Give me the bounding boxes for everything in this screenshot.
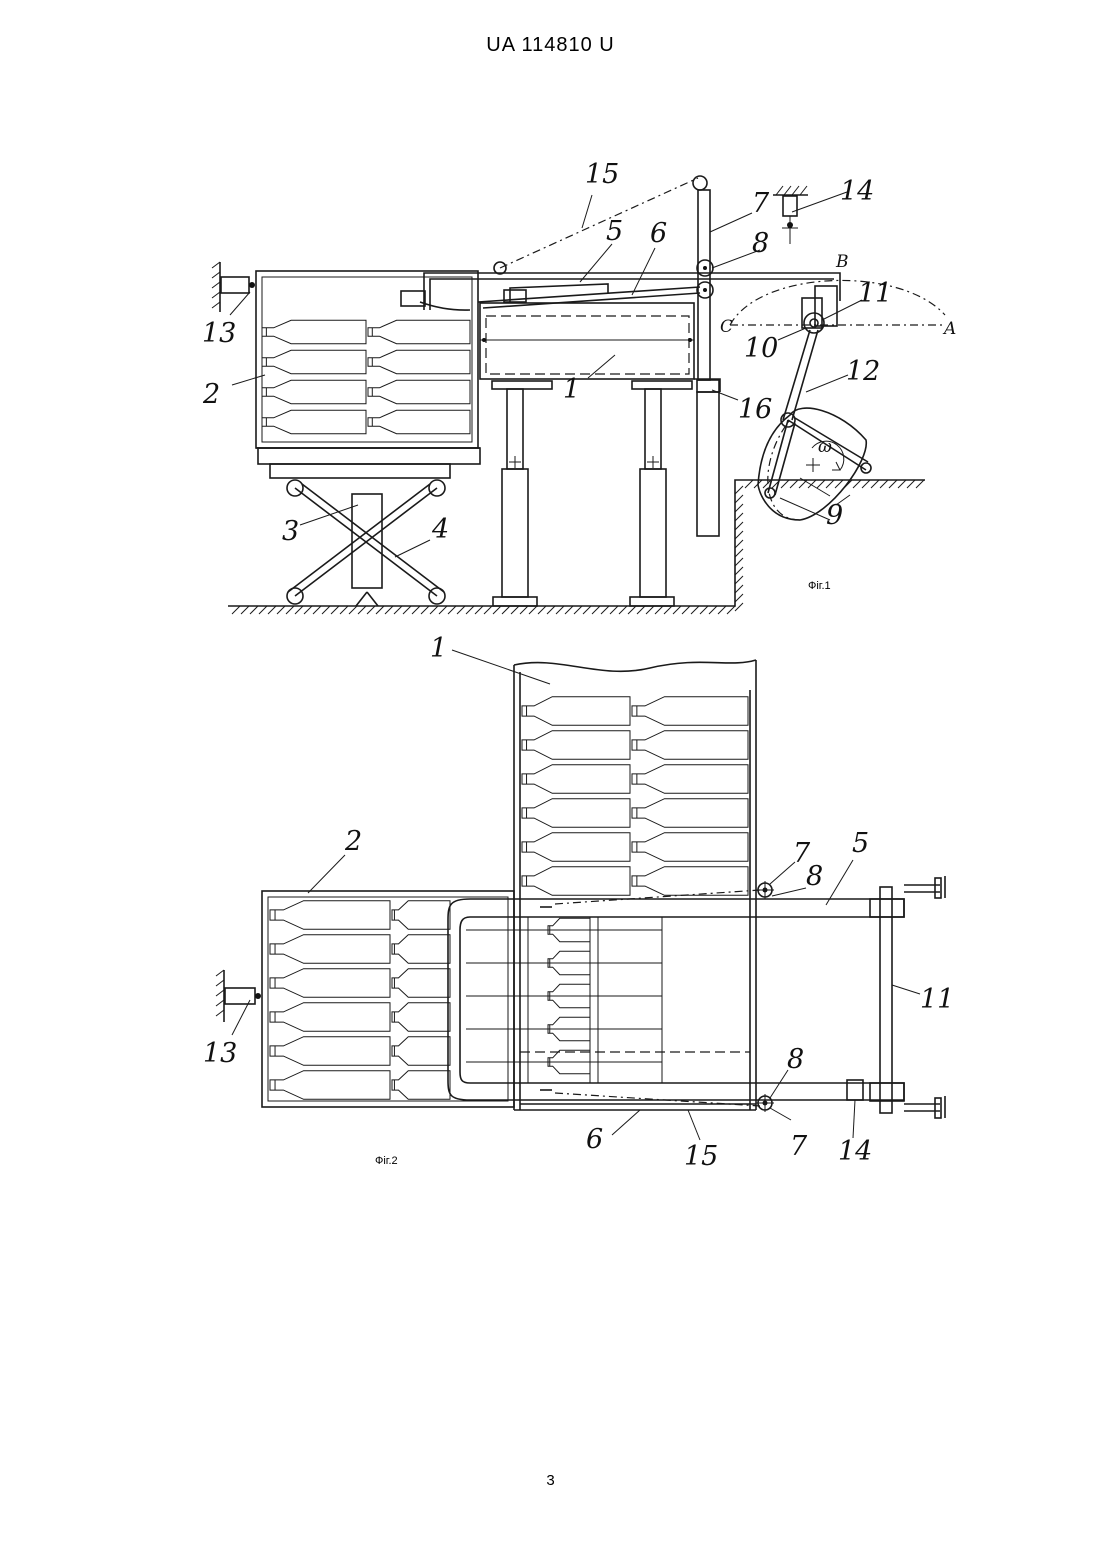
label-7: 7 <box>752 188 770 219</box>
label-1: 1 <box>563 374 580 405</box>
fig2-label-5: 5 <box>852 828 869 859</box>
figure-2-caption: Фіг.2 <box>375 1155 398 1167</box>
fig2-label-8-bottom: 8 <box>787 1044 804 1075</box>
fig2-label-11: 11 <box>920 984 954 1015</box>
label-9: 9 <box>826 500 843 531</box>
figure-1-caption: Фіг.1 <box>808 580 831 592</box>
label-12: 12 <box>846 356 880 387</box>
fig2-label-8-top: 8 <box>806 861 823 892</box>
figure-2-top-view: 1 2 7 8 5 11 13 8 6 15 7 14 <box>203 633 954 1172</box>
pusher-frame-top-view <box>448 899 904 1100</box>
label-point-B: B <box>835 252 849 272</box>
label-5: 5 <box>606 216 623 247</box>
label-point-A: A <box>942 319 956 339</box>
label-omega: ω <box>818 437 832 457</box>
label-3: 3 <box>282 516 299 547</box>
cable-15 <box>494 178 698 274</box>
wall-mount-13-top <box>216 970 261 1022</box>
label-16: 16 <box>738 394 772 425</box>
label-15: 15 <box>585 159 619 190</box>
page-number: 3 <box>0 1472 1101 1489</box>
ground-line <box>228 480 925 614</box>
container-2-top-view <box>262 891 514 1107</box>
label-4: 4 <box>431 514 449 545</box>
wall-mount-13 <box>212 262 255 312</box>
table-1 <box>480 303 694 606</box>
post-7-rollers-8 <box>693 176 720 536</box>
label-point-C: C <box>720 317 733 337</box>
fig2-label-1: 1 <box>430 633 447 664</box>
container-2 <box>256 271 480 464</box>
stop-14 <box>773 186 808 244</box>
label-8: 8 <box>752 228 769 259</box>
fig2-label-7-bottom: 7 <box>790 1131 808 1162</box>
label-6: 6 <box>650 218 667 249</box>
fig2-label-13: 13 <box>203 1038 237 1069</box>
label-11: 11 <box>858 278 892 309</box>
fig2-label-2: 2 <box>344 826 362 857</box>
label-2: 2 <box>202 379 220 410</box>
table-1-top-view <box>514 660 756 1110</box>
fig2-label-15: 15 <box>684 1141 718 1172</box>
fig2-label-6: 6 <box>586 1124 603 1155</box>
label-13: 13 <box>202 318 236 349</box>
label-10: 10 <box>744 333 778 364</box>
label-14: 14 <box>840 176 874 207</box>
fig2-label-14: 14 <box>838 1136 872 1167</box>
figure-1-side-view: 15 5 6 7 8 14 B 11 C A 10 12 16 1 2 13 3… <box>202 159 956 614</box>
